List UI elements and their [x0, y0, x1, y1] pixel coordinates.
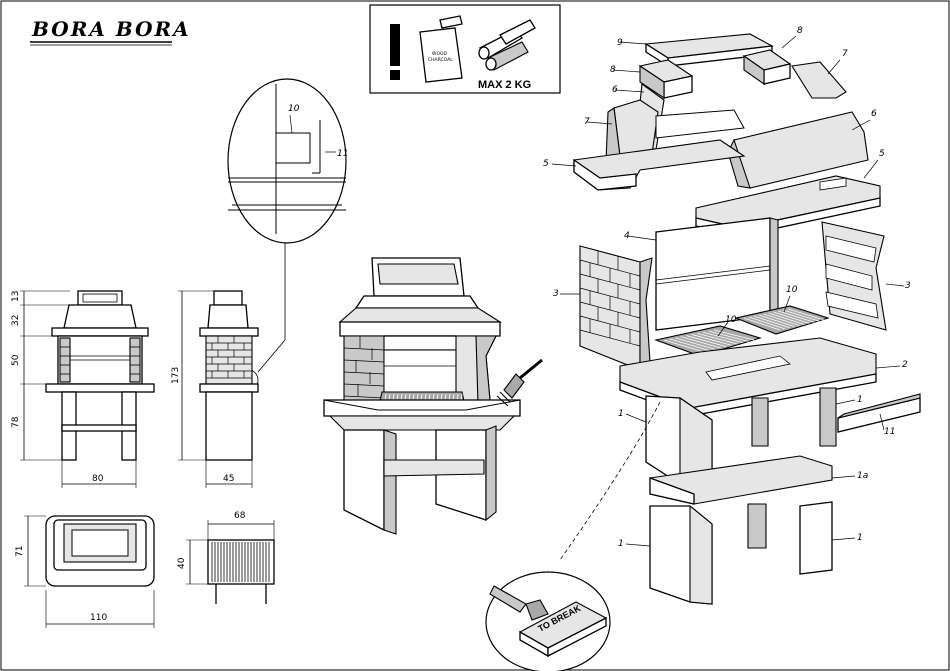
part-label-p2: 2 [902, 360, 908, 370]
dim-45: 45 [223, 474, 234, 484]
leader-line [626, 414, 646, 422]
dim-110: 110 [90, 613, 107, 623]
leader-line [782, 36, 796, 48]
part-label-p8a: 8 [610, 65, 616, 75]
part-label-p5a: 5 [543, 159, 549, 169]
dim-80: 80 [92, 474, 104, 484]
leader-line [628, 236, 656, 240]
leader-line [886, 284, 904, 286]
dim-71: 71 [15, 546, 25, 557]
dim-13: 13 [11, 291, 21, 302]
title-block: BORA BORA [30, 17, 191, 45]
part-label-p6b: 6 [871, 109, 877, 119]
part-label-p4: 4 [624, 231, 630, 241]
max-load-text: MAX 2 KG [478, 79, 531, 91]
assembled-bbq-view [324, 258, 542, 534]
warning-box: WOOD CHARCOAL MAX 2 KG [370, 5, 560, 93]
leader-line [620, 42, 646, 44]
part-label-p1e: 1 [857, 533, 863, 543]
detail-label-10: 10 [288, 104, 300, 114]
dim-50: 50 [11, 354, 21, 366]
dim-173: 173 [171, 367, 181, 384]
part-label-p3b: 3 [905, 281, 911, 291]
leader-line [832, 476, 855, 478]
dim-40: 40 [177, 557, 187, 569]
bag-text-2: CHARCOAL [428, 57, 453, 63]
part-label-p1a: 1 [618, 409, 624, 419]
part-label-p9: 9 [617, 38, 623, 48]
part-label-p8b: 8 [797, 26, 803, 36]
leader-line [864, 160, 878, 178]
part-label-p5b: 5 [879, 149, 885, 159]
dim-32: 32 [11, 315, 21, 326]
part-label-p6a: 6 [612, 85, 618, 95]
bag-text-1: WOOD [432, 51, 448, 57]
leader-line [613, 70, 640, 72]
leader-line [828, 60, 840, 74]
part-label-p7a: 7 [842, 49, 848, 59]
part-label-p11: 11 [884, 427, 895, 437]
leader-line [615, 90, 644, 92]
break-detail-callout: TO BREAK [486, 572, 610, 671]
dim-78: 78 [11, 416, 21, 428]
brush-icon [497, 360, 542, 406]
dim-68: 68 [234, 511, 246, 521]
detail-label-11: 11 [337, 149, 348, 159]
front-elevation-view: 13 32 50 78 80 [11, 291, 154, 488]
leader-line [832, 538, 855, 540]
side-elevation-view: 173 45 [171, 291, 258, 488]
exclamation-icon [390, 24, 400, 80]
part-label-p7b: 7 [584, 117, 590, 127]
part-label-p1d: 1 [618, 539, 624, 549]
product-title: BORA BORA [31, 17, 191, 41]
part-label-p1c: 1a [857, 471, 868, 481]
leader-line [836, 400, 855, 404]
exploded-view [560, 34, 920, 604]
part-label-p1b: 1 [857, 395, 863, 405]
part-label-p10a: 10 [725, 315, 737, 325]
grill-grate-view: 68 40 [177, 511, 274, 604]
leader-line [552, 164, 576, 166]
leader-line [876, 366, 900, 368]
part-label-p10b: 10 [786, 285, 798, 295]
leader-line [626, 544, 650, 546]
part-label-p3a: 3 [553, 289, 559, 299]
top-plan-view: 71 110 [15, 516, 154, 628]
